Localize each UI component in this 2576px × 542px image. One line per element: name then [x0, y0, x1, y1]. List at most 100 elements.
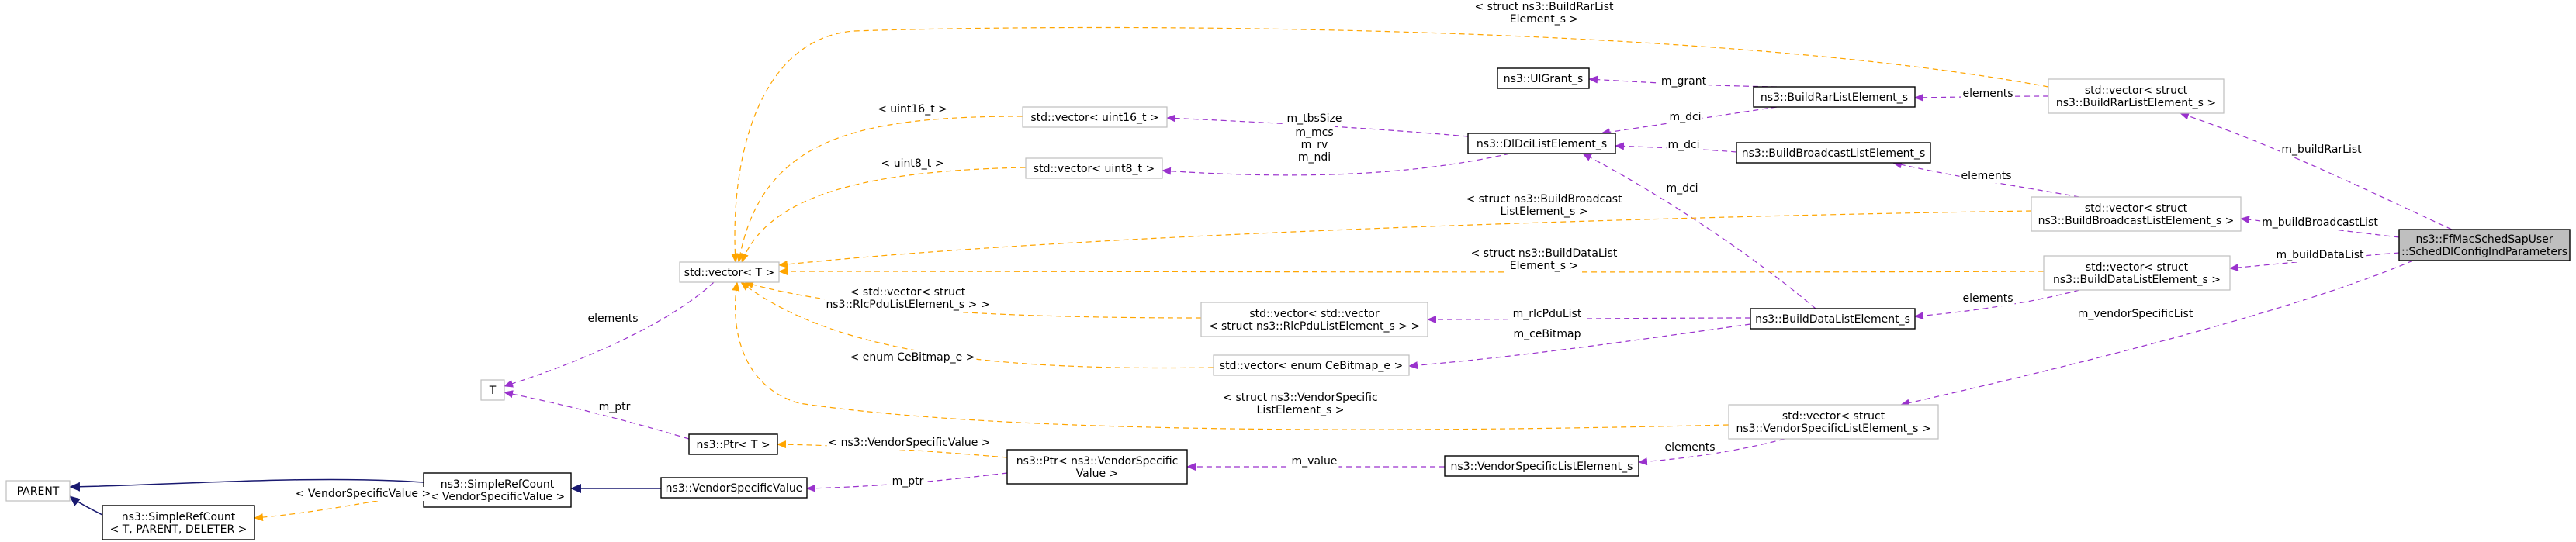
edge-t-vendorlist	[732, 281, 1729, 430]
edge-inherit-src-parent	[69, 478, 424, 492]
edge-t-u16-label: < uint16_t >	[876, 102, 949, 116]
node-label: < VendorSpecificValue >	[430, 491, 565, 503]
node-box	[1753, 86, 1916, 108]
node-ulgrant[interactable]: ns3::UlGrant_s	[1497, 67, 1590, 89]
edge-label-text: m_ndi	[1298, 151, 1331, 164]
edge-label-text: < ns3::VendorSpecificValue >	[829, 437, 991, 449]
node-label: ns3::Ptr< T >	[696, 439, 770, 451]
label-halo	[1285, 112, 1344, 126]
edge-m-dci-rar-label: m_dci	[1667, 110, 1703, 124]
label-halo	[848, 285, 968, 299]
node-label: ns3::BuildBroadcastListElement_s	[1742, 147, 1926, 160]
label-halo	[1961, 87, 2015, 101]
node-vec-bcast[interactable]: std::vector< structns3::BuildBroadcastLi…	[2031, 196, 2242, 232]
edge-label-text: < struct ns3::BuildBroadcast	[1466, 193, 1622, 205]
node-vec-u16[interactable]: std::vector< uint16_t >	[1022, 106, 1168, 128]
node-vendor-elem[interactable]: ns3::VendorSpecificListElement_s	[1444, 455, 1639, 477]
node-label: ns3::BuildDataListElement_s	[1755, 313, 1910, 326]
edge-elements-vendor-label: elements	[1663, 440, 1717, 454]
node-parent[interactable]: PARENT	[5, 480, 71, 502]
edge-label-text: < struct ns3::BuildRarList	[1474, 1, 1614, 13]
node-box	[2048, 78, 2225, 114]
node-vec-data[interactable]: std::vector< structns3::BuildDataListEle…	[2043, 255, 2231, 291]
edge-m-dci-rar	[1601, 106, 1778, 136]
edge-elements-rar	[1914, 93, 2049, 102]
edge-t-u16	[736, 116, 1023, 263]
edge-label-text: m_ptr	[599, 401, 631, 413]
edge-label-text: elements	[1962, 292, 2013, 305]
node-box	[1497, 67, 1590, 89]
label-halo	[1659, 74, 1709, 88]
node-vec-vendor[interactable]: std::vector< structns3::VendorSpecificLi…	[1728, 404, 1939, 440]
edge-elements-bcast-label: elements	[1959, 169, 2013, 183]
edge-label-text: < uint16_t >	[878, 103, 947, 116]
node-box	[1444, 455, 1639, 477]
node-label: ns3::SimpleRefCount	[122, 511, 236, 523]
label-halo	[1663, 440, 1717, 454]
node-rar-elem[interactable]: ns3::BuildRarListElement_s	[1753, 86, 1916, 108]
node-label: T	[489, 385, 497, 397]
node-ptr-t[interactable]: ns3::Ptr< T >	[688, 433, 778, 455]
node-vendor-value[interactable]: ns3::VendorSpecificValue	[660, 477, 808, 499]
node-label: std::vector< struct	[1782, 410, 1885, 423]
node-dci-elem[interactable]: ns3::DlDciListElement_s	[1467, 133, 1616, 154]
edge-m-rlcpdulist-label: m_rlcPduList	[1511, 307, 1584, 321]
edge-m-builddatalist-label: m_buildDataList	[2274, 248, 2366, 262]
edge-label-text: < struct ns3::BuildDataList	[1471, 247, 1618, 260]
edge-label-text: < uint8_t >	[881, 157, 944, 170]
node-label: ns3::BuildDataListElement_s >	[2053, 274, 2221, 286]
node-label: < struct ns3::RlcPduListElement_s > >	[1209, 320, 1420, 333]
label-halo	[826, 436, 992, 450]
edge-m-buildbroadcastlist-label: m_buildBroadcastList	[2260, 216, 2380, 230]
edge-label-text: elements	[1961, 170, 2011, 182]
label-halo	[1511, 307, 1584, 321]
edge-t-enum	[740, 281, 1214, 369]
edge-label-text: elements	[587, 312, 638, 325]
node-vec-rar[interactable]: std::vector< structns3::BuildRarListElem…	[2048, 78, 2225, 114]
node-focus[interactable]: ns3::FfMacSchedSapUser::SchedDlConfigInd…	[2398, 229, 2571, 261]
node-src-generic[interactable]: ns3::SimpleRefCount< T, PARENT, DELETER …	[102, 505, 255, 540]
label-halo	[1961, 292, 2015, 306]
node-box	[679, 261, 780, 283]
edge-label-text: m_buildDataList	[2277, 249, 2364, 261]
node-label: ns3::VendorSpecificListElement_s >	[1736, 423, 1930, 435]
node-src-vendor[interactable]: ns3::SimpleRefCount< VendorSpecificValue…	[423, 472, 572, 508]
edge-label-text: m_dci	[1667, 139, 1699, 151]
edge-elements-t-label: elements	[586, 312, 640, 326]
node-vec-u8[interactable]: std::vector< uint8_t >	[1025, 157, 1163, 179]
node-box	[423, 472, 572, 508]
edge-m-value-label: m_value	[1290, 454, 1339, 468]
node-box	[1728, 404, 1939, 440]
node-data-elem[interactable]: ns3::BuildDataListElement_s	[1750, 308, 1916, 330]
label-halo	[1469, 247, 1619, 261]
label-halo	[1511, 327, 1583, 341]
node-t[interactable]: T	[480, 379, 505, 401]
node-box	[480, 379, 505, 401]
node-label: ns3::VendorSpecificValue	[666, 482, 803, 495]
node-label: ns3::FfMacSchedSapUser	[2415, 233, 2553, 246]
label-halo	[1299, 138, 1330, 152]
edge-m-rlcpdulist	[1427, 315, 1751, 323]
node-label: ns3::VendorSpecificListElement_s	[1451, 461, 1633, 473]
node-box	[1022, 106, 1168, 128]
node-box	[1467, 133, 1616, 154]
edge-label-text: m_tbsSize	[1286, 112, 1342, 125]
node-ptr-vendor[interactable]: ns3::Ptr< ns3::VendorSpecificValue >	[1006, 449, 1188, 485]
edge-m-buildraralist-label: m_buildRarList	[2280, 143, 2364, 157]
node-vec-enum[interactable]: std::vector< enum CeBitmap_e >	[1213, 354, 1410, 376]
node-vec-t[interactable]: std::vector< T >	[679, 261, 780, 283]
node-label: ns3::Ptr< ns3::VendorSpecific	[1016, 455, 1179, 468]
node-label: ns3::SimpleRefCount	[441, 478, 555, 491]
edge-m-vendorspecificlist-label: m_vendorSpecificList	[2076, 307, 2195, 321]
node-vec-vec-rlc[interactable]: std::vector< std::vector< struct ns3::Rl…	[1200, 302, 1428, 337]
node-box	[1736, 142, 1931, 164]
edge-elements-rar-label: elements	[1961, 87, 2015, 101]
label-halo	[1290, 454, 1339, 468]
edge-inherit-generic-parent	[69, 495, 103, 516]
node-bcast-elem[interactable]: ns3::BuildBroadcastListElement_s	[1736, 142, 1931, 164]
node-label: std::vector< struct	[2086, 261, 2189, 274]
edge-label-text: < struct ns3::VendorSpecific	[1223, 392, 1377, 404]
label-halo	[2076, 307, 2195, 321]
edge-t-vendorlist-label: < struct ns3::VendorSpecificListElement_…	[1221, 391, 1380, 417]
